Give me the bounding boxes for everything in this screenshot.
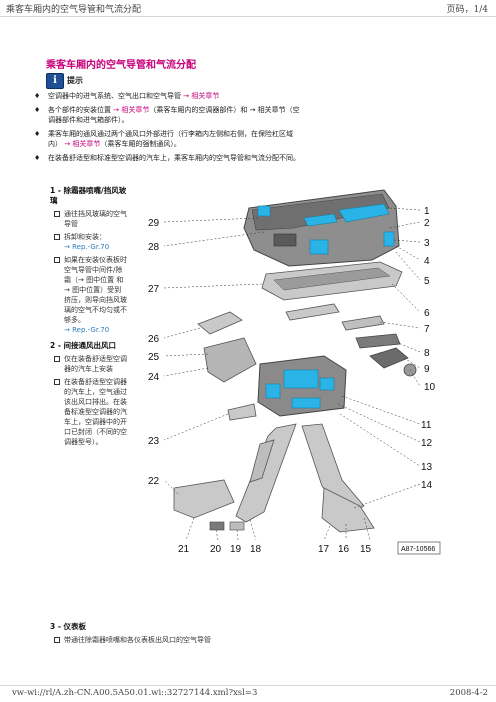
part-detail: 如果在安装仪表板时空气导管中间件/除霜（→ 图中位置 和 → 图中位置）受到挤压… bbox=[50, 255, 128, 335]
svg-text:19: 19 bbox=[230, 544, 242, 555]
svg-text:17: 17 bbox=[318, 544, 330, 555]
svg-text:21: 21 bbox=[178, 544, 190, 555]
callout-numbers-right: 1 2 3 4 5 6 7 8 9 10 11 12 13 14 bbox=[421, 206, 436, 491]
part-item-1: 1 - 除霜器喷嘴/挡风玻璃 通往挡风玻璃的空气导管 拆卸和安装：→ Rep.-… bbox=[50, 186, 128, 335]
svg-text:24: 24 bbox=[148, 372, 160, 383]
parts-list: 1 - 除霜器喷嘴/挡风玻璃 通往挡风玻璃的空气导管 拆卸和安装：→ Rep.-… bbox=[50, 186, 128, 453]
svg-text:3: 3 bbox=[424, 238, 430, 249]
svg-text:9: 9 bbox=[424, 364, 430, 375]
callout-numbers-left: 29 28 27 26 25 24 23 22 bbox=[148, 218, 160, 487]
leader-lines bbox=[163, 207, 421, 541]
part-title: 1 - 除霜器喷嘴/挡风玻璃 bbox=[50, 186, 127, 205]
svg-text:13: 13 bbox=[421, 462, 433, 473]
svg-text:14: 14 bbox=[421, 480, 433, 491]
svg-text:11: 11 bbox=[421, 420, 432, 431]
left-side-ducts bbox=[197, 311, 257, 421]
svg-text:18: 18 bbox=[250, 544, 262, 555]
repair-group-link[interactable]: → Rep.-Gr.70 bbox=[64, 326, 110, 334]
svg-text:26: 26 bbox=[148, 334, 160, 345]
svg-text:16: 16 bbox=[338, 544, 350, 555]
svg-text:12: 12 bbox=[421, 438, 433, 449]
part-item-2: 2 - 间接通风出风口 仅在装备舒适型空调器的汽车上安装 在装备舒适型空调器的汽… bbox=[50, 341, 128, 447]
part-detail: 在装备舒适型空调器的汽车上，空气通过该出风口排出。在装备标准型空调器的汽车上，空… bbox=[50, 377, 128, 447]
svg-text:20: 20 bbox=[210, 544, 222, 555]
svg-text:28: 28 bbox=[148, 242, 160, 253]
svg-text:5: 5 bbox=[424, 276, 430, 287]
climate-unit bbox=[257, 355, 347, 417]
svg-text:8: 8 bbox=[424, 348, 430, 359]
reference-code-box: A87-10566 bbox=[397, 541, 441, 555]
hint-label: 提示 bbox=[67, 76, 83, 85]
svg-text:15: 15 bbox=[360, 544, 372, 555]
related-chapter-link[interactable]: 相关章节 bbox=[72, 140, 101, 148]
note-item: ♦乘客车厢的通风通过两个通风口外部进行（行李箱内左侧和右侧，在保险杠区域内） →… bbox=[34, 130, 293, 148]
note-item: ♦各个部件的安装位置 → 相关章节（乘客车厢内的空调器部件）和 → 相关章节（空… bbox=[34, 106, 300, 124]
part-title: 3 - 仪表板 bbox=[50, 622, 87, 631]
exploded-view-diagram: 1 2 3 4 5 6 7 8 9 10 11 12 13 14 29 28 2… bbox=[148, 189, 441, 555]
note-item: ♦空调器中的进气系统、空气出口和空气导管 → 相关章节 bbox=[34, 92, 220, 100]
header-page-number: 页码，1/4 bbox=[446, 5, 489, 15]
info-icon: i bbox=[46, 73, 64, 89]
middle-ducts bbox=[285, 303, 417, 377]
svg-text:A87-10566: A87-10566 bbox=[401, 546, 435, 553]
related-chapter-link[interactable]: 相关章节 bbox=[191, 92, 220, 100]
repair-group-link[interactable]: → Rep.-Gr.70 bbox=[64, 243, 110, 251]
part-detail: 拆卸和安装：→ Rep.-Gr.70 bbox=[50, 232, 128, 252]
svg-text:7: 7 bbox=[424, 324, 430, 335]
part-detail: 通往挡风玻璃的空气导管 bbox=[50, 209, 128, 229]
svg-text:25: 25 bbox=[148, 352, 160, 363]
callout-numbers-bottom: 21 20 19 18 17 16 15 bbox=[178, 544, 372, 555]
dashboard-part bbox=[243, 189, 400, 267]
svg-text:2: 2 bbox=[424, 218, 430, 229]
air-duct-bar bbox=[261, 261, 403, 301]
part-title: 2 - 间接通风出风口 bbox=[50, 341, 117, 350]
part-item-3: 3 - 仪表板 带通往除霜器喷嘴和各仪表板出风口的空气导管 bbox=[50, 622, 350, 648]
svg-text:10: 10 bbox=[424, 382, 436, 393]
svg-text:27: 27 bbox=[148, 284, 160, 295]
svg-text:4: 4 bbox=[424, 256, 430, 267]
page-footer: vw-wi://rl/A.zh-CN.A00.5A50.01.wi::32727… bbox=[0, 685, 496, 702]
part-detail: 仅在装备舒适型空调器的汽车上安装 bbox=[50, 354, 128, 374]
related-chapter-link[interactable]: 相关章节 bbox=[121, 106, 150, 114]
footer-date: 2008-4-2 bbox=[449, 688, 488, 698]
svg-text:22: 22 bbox=[148, 476, 160, 487]
svg-text:6: 6 bbox=[424, 308, 430, 319]
floor-ducts bbox=[173, 423, 375, 533]
note-item: ♦在装备舒适型和标准型空调器的汽车上，乘客车厢内的空气导管和气流分配不同。 bbox=[34, 154, 300, 162]
svg-text:23: 23 bbox=[148, 436, 160, 447]
svg-text:1: 1 bbox=[424, 206, 430, 217]
svg-text:29: 29 bbox=[148, 218, 160, 229]
footer-url: vw-wi://rl/A.zh-CN.A00.5A50.01.wi::32727… bbox=[12, 688, 258, 698]
page-header: 乘客车厢内的空气导管和气流分配 页码，1/4 bbox=[0, 0, 496, 17]
part-detail: 带通往除霜器喷嘴和各仪表板出风口的空气导管 bbox=[50, 635, 344, 645]
page-title: 乘客车厢内的空气导管和气流分配 bbox=[46, 60, 196, 71]
notes-list: ♦空调器中的进气系统、空气出口和空气导管 → 相关章节 ♦各个部件的安装位置 →… bbox=[34, 91, 300, 167]
header-title: 乘客车厢内的空气导管和气流分配 bbox=[6, 5, 142, 15]
